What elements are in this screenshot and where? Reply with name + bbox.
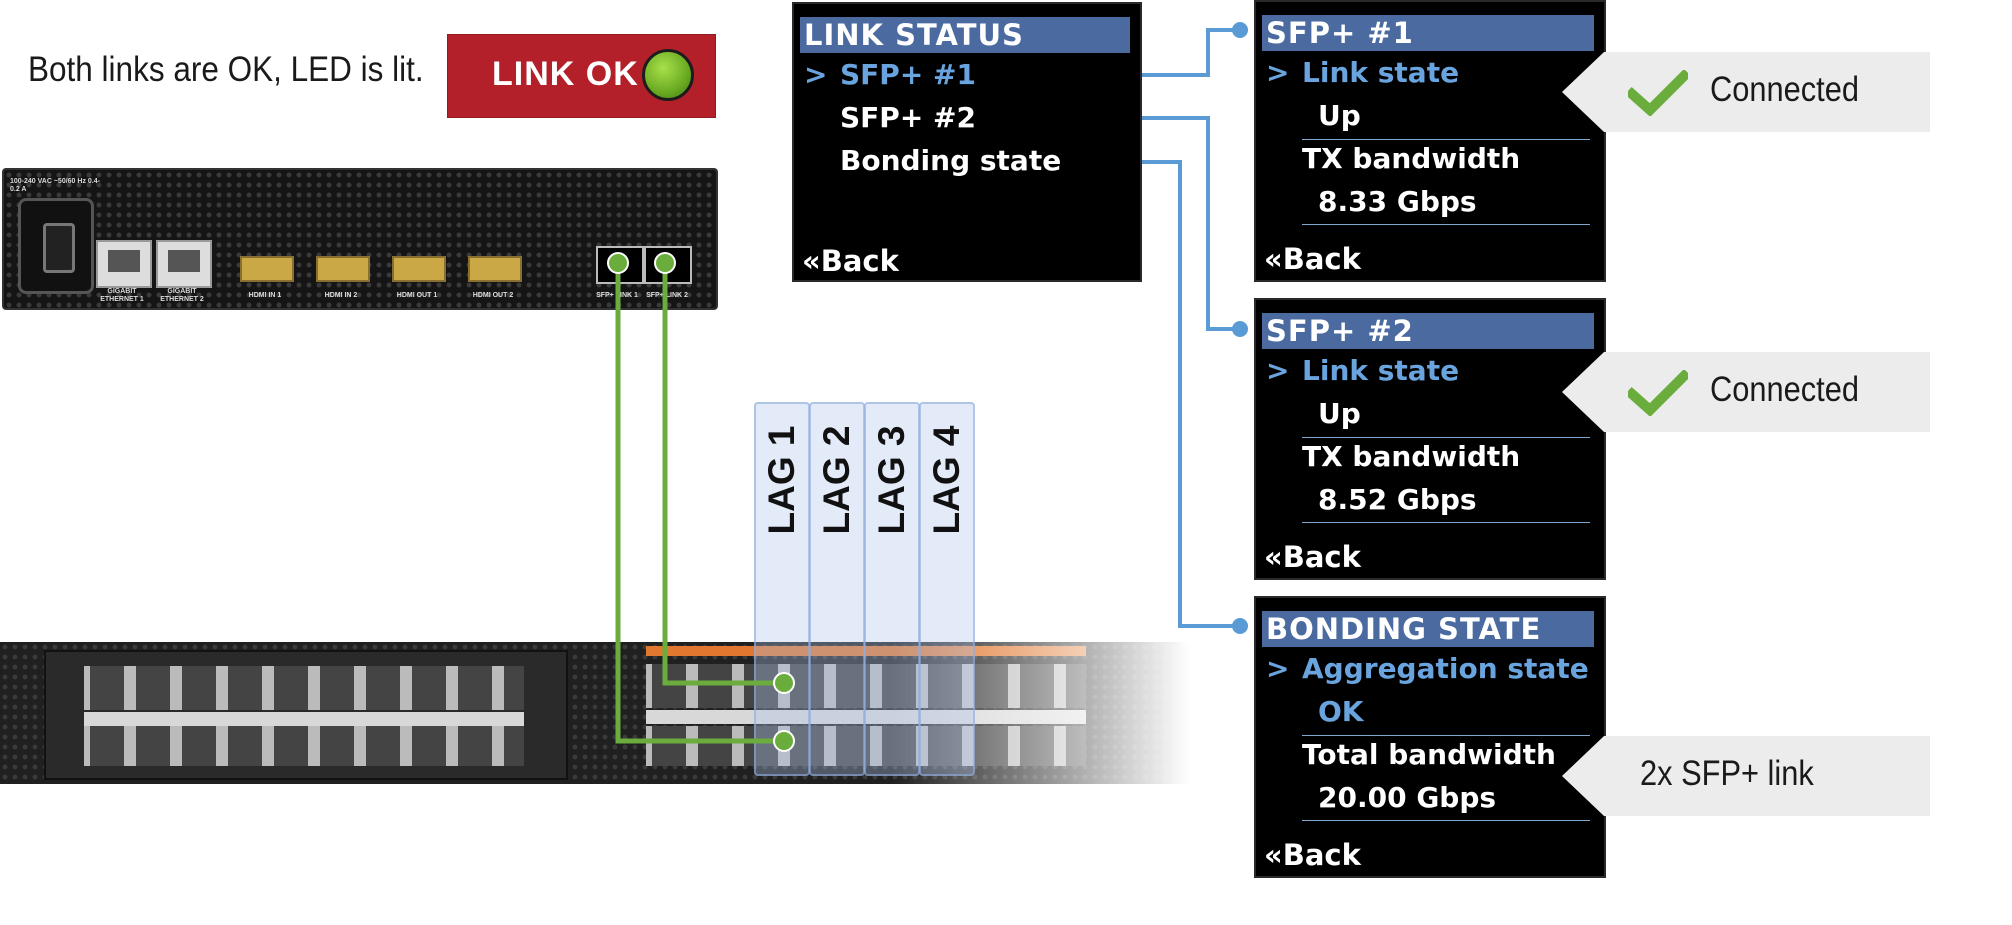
power-rating-label: 100-240 VAC ~50/60 Hz 0.4-0.2 A	[10, 178, 100, 193]
port-row-bottom	[646, 726, 1086, 766]
screen-title: SFP+ #1	[1262, 15, 1594, 51]
field-link-state[interactable]: Link state	[1302, 354, 1460, 387]
value-total-bandwidth: 20.00 Gbps	[1318, 781, 1497, 814]
callout-text: Connected	[1710, 70, 1859, 109]
field-total-bandwidth[interactable]: Total bandwidth	[1302, 738, 1556, 771]
lag-4-group	[919, 402, 975, 776]
network-switch	[0, 642, 1190, 784]
callout-text: Connected	[1710, 370, 1859, 409]
ethernet-port-1-icon	[96, 240, 152, 288]
divider	[1302, 820, 1590, 821]
cable-dot-sfp2-device	[654, 252, 676, 274]
hdmi-out-1-icon	[392, 256, 446, 282]
callout-bonding: 2x SFP+ link	[1562, 736, 1930, 816]
cable-sfp-link-2	[662, 263, 784, 686]
switch-port-block-1	[44, 650, 568, 780]
divider	[1302, 522, 1590, 523]
port-label: GIGABIT ETHERNET 2	[160, 288, 204, 303]
port-divider	[84, 712, 524, 726]
port-label: HDMI IN 1	[248, 292, 282, 299]
value-tx-bandwidth: 8.52 Gbps	[1318, 483, 1477, 516]
checkmark-icon	[1628, 370, 1688, 416]
back-button[interactable]: «Back	[802, 244, 899, 278]
status-caption: Both links are OK, LED is lit.	[28, 50, 424, 89]
link-dot-sfp1-end	[1232, 22, 1248, 38]
value-tx-bandwidth: 8.33 Gbps	[1318, 185, 1477, 218]
divider	[1302, 437, 1590, 438]
port-divider	[646, 710, 1086, 724]
led-indicator-icon	[642, 49, 694, 101]
port-label: HDMI OUT 1	[396, 292, 438, 299]
port-label: GIGABIT ETHERNET 1	[100, 288, 144, 303]
device-rear-panel: 100-240 VAC ~50/60 Hz 0.4-0.2 A GIGABIT …	[2, 168, 718, 310]
callout-text: 2x SFP+ link	[1640, 754, 1814, 793]
cable-dot-sfp2-switch	[773, 672, 795, 694]
link-ok-badge: LINK OK	[447, 34, 716, 118]
ethernet-port-2-icon	[156, 240, 212, 288]
menu-item-sfp1[interactable]: SFP+ #1	[840, 58, 976, 91]
port-row-top	[646, 664, 1086, 708]
port-label: HDMI IN 2	[324, 292, 358, 299]
hdmi-in-1-icon	[240, 256, 294, 282]
checkmark-icon	[1628, 70, 1688, 116]
sfp1-screen: SFP+ #1 > Link state Up TX bandwidth 8.3…	[1254, 0, 1606, 282]
port-row-top	[84, 666, 524, 710]
screen-title: BONDING STATE	[1262, 611, 1594, 647]
callout-sfp1: Connected	[1562, 52, 1930, 132]
screen-title: LINK STATUS	[800, 17, 1130, 53]
divider	[1302, 139, 1590, 140]
port-row-bottom	[84, 726, 524, 766]
orange-band	[646, 646, 1086, 656]
callout-sfp2: Connected	[1562, 352, 1930, 432]
divider	[1302, 735, 1590, 736]
menu-item-sfp2[interactable]: SFP+ #2	[840, 101, 976, 134]
back-button[interactable]: «Back	[1264, 242, 1361, 276]
link-dot-bonding-end	[1232, 618, 1248, 634]
hdmi-in-2-icon	[316, 256, 370, 282]
sfp2-screen: SFP+ #2 > Link state Up TX bandwidth 8.5…	[1254, 298, 1606, 580]
field-aggregation-state[interactable]: Aggregation state	[1302, 652, 1589, 685]
chevron-right-icon: >	[1266, 354, 1290, 387]
value-link-state: Up	[1318, 99, 1361, 132]
chevron-right-icon: >	[804, 58, 828, 91]
lag-3-group	[864, 402, 920, 776]
divider	[1302, 224, 1590, 225]
field-tx-bandwidth[interactable]: TX bandwidth	[1302, 440, 1521, 473]
link-dot-sfp2-end	[1232, 321, 1248, 337]
link-ok-label: LINK OK	[492, 55, 639, 93]
port-label: HDMI OUT 2	[472, 292, 514, 299]
value-link-state: Up	[1318, 397, 1361, 430]
chevron-right-icon: >	[1266, 56, 1290, 89]
field-link-state[interactable]: Link state	[1302, 56, 1460, 89]
field-tx-bandwidth[interactable]: TX bandwidth	[1302, 142, 1521, 175]
link-status-screen: LINK STATUS > SFP+ #1 SFP+ #2 Bonding st…	[792, 2, 1142, 282]
chevron-right-icon: >	[1266, 652, 1290, 685]
cable-dot-sfp1-switch	[773, 730, 795, 752]
cable-dot-sfp1-device	[607, 252, 629, 274]
menu-item-bonding-state[interactable]: Bonding state	[840, 144, 1062, 177]
value-aggregation-state: OK	[1318, 695, 1364, 728]
hdmi-out-2-icon	[468, 256, 522, 282]
cable-sfp-link-1	[615, 263, 784, 744]
screen-title: SFP+ #2	[1262, 313, 1594, 349]
power-inlet-icon	[18, 198, 94, 294]
back-button[interactable]: «Back	[1264, 838, 1361, 872]
back-button[interactable]: «Back	[1264, 540, 1361, 574]
lag-1-group	[754, 402, 810, 776]
bonding-state-screen: BONDING STATE > Aggregation state OK Tot…	[1254, 596, 1606, 878]
